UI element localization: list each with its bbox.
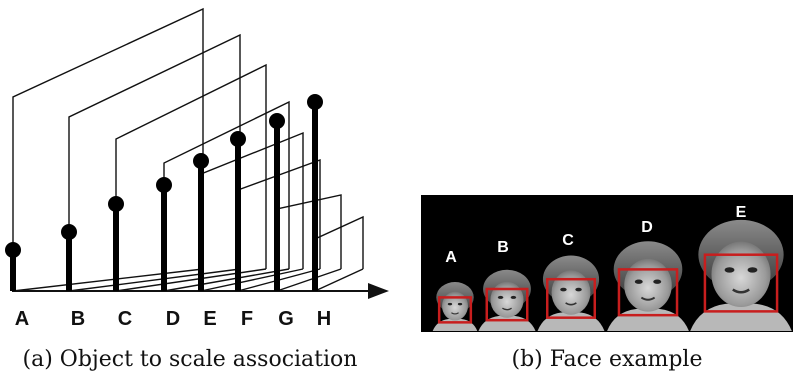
- scale-frame-g: [276, 194, 342, 291]
- face-skin: [551, 270, 591, 315]
- face-skin: [442, 291, 468, 321]
- face-c: [537, 255, 605, 331]
- left-eye: [724, 267, 735, 273]
- right-eye: [457, 302, 463, 306]
- right-eye: [510, 295, 517, 299]
- mouth: [565, 302, 577, 306]
- detection-box-e: [703, 253, 779, 313]
- mouth: [502, 307, 512, 311]
- face-labels: A B C D E: [445, 204, 746, 266]
- face-label-e: E: [736, 204, 747, 221]
- caption-b: (b) Face example: [511, 347, 702, 372]
- face-skin: [711, 241, 771, 308]
- face-example: A B C D E (b) Face example: [421, 195, 793, 372]
- object-label-b: B: [71, 308, 85, 330]
- object-label-d: D: [166, 308, 180, 330]
- left-eye: [634, 279, 643, 284]
- detection-box-d: [617, 268, 679, 317]
- right-eye: [575, 287, 582, 292]
- detection-box-a: [437, 296, 473, 324]
- stem-dot-d: [156, 177, 172, 193]
- mouth: [732, 288, 750, 294]
- stem-dot-e: [193, 153, 209, 169]
- face-label-d: D: [641, 219, 653, 236]
- stem-dot-c: [108, 196, 124, 212]
- stem-dot-g: [269, 113, 285, 129]
- object-label-e: E: [203, 308, 216, 330]
- object-labels: A B C D E F G H: [15, 308, 331, 330]
- scale-frame-base-c: [115, 268, 267, 292]
- object-label-a: A: [15, 308, 29, 330]
- face-e: [690, 219, 792, 331]
- scale-frame-base-b: [68, 268, 241, 292]
- object-stems: [5, 94, 323, 291]
- mouth: [640, 296, 656, 301]
- face-label-b: B: [497, 239, 509, 256]
- x-axis-arrowhead: [368, 283, 389, 299]
- left-eye: [447, 302, 453, 306]
- stem-dot-f: [230, 131, 246, 147]
- scale-frame-base-e: [200, 268, 304, 292]
- scale-frame-a: [12, 7, 204, 291]
- face-b: [478, 269, 536, 331]
- left-eye: [560, 287, 567, 292]
- object-label-h: H: [317, 308, 331, 330]
- scale-association-diagram: A B C D E F G H (a) Object to scale association: [5, 7, 389, 372]
- face-label-a: A: [445, 249, 457, 266]
- stem-dot-b: [61, 224, 77, 240]
- object-label-g: G: [278, 308, 294, 330]
- scale-frame-d: [163, 100, 290, 291]
- scale-frame-b: [68, 33, 241, 291]
- face-a: [432, 282, 478, 331]
- face-skin: [624, 258, 672, 312]
- scale-frame-e: [200, 131, 304, 291]
- scale-frame-c: [115, 63, 267, 291]
- right-eye: [747, 267, 758, 273]
- stem-dot-h: [307, 94, 323, 110]
- scale-frame-base-g: [276, 268, 342, 292]
- right-eye: [653, 279, 662, 284]
- scale-frame-base-a: [12, 268, 204, 292]
- mouth: [451, 312, 459, 315]
- scale-frame-base-d: [163, 268, 290, 292]
- stem-dot-a: [5, 242, 21, 258]
- scale-frames: [12, 7, 364, 292]
- left-eye: [497, 295, 504, 299]
- object-label-c: C: [118, 308, 132, 330]
- face-d: [607, 241, 689, 331]
- face-label-c: C: [562, 232, 574, 249]
- detection-box-c: [545, 277, 597, 319]
- face-skin: [490, 281, 524, 318]
- detection-box-b: [485, 287, 529, 322]
- caption-a: (a) Object to scale association: [23, 347, 358, 372]
- faces: [432, 219, 792, 331]
- scale-frame-base-h: [314, 268, 364, 292]
- object-label-f: F: [241, 308, 253, 330]
